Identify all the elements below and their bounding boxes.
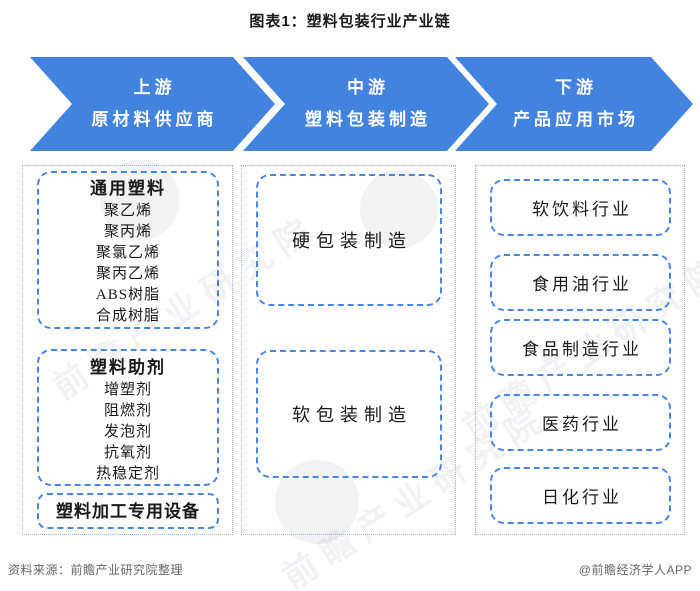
list-item: 抗氧剂 (103, 445, 152, 461)
daily-chemical-industry-box: 日化行业 (490, 467, 671, 524)
list-item: 聚丙乙烯 (95, 266, 160, 282)
soft-drink-industry-box: 软饮料行业 (490, 179, 671, 236)
list-item: 热稳定剂 (95, 466, 160, 482)
processing-equipment-header: 塑料加工专用设备 (56, 501, 200, 521)
pharmaceutical-industry-box: 医药行业 (490, 394, 671, 451)
upstream-column: 通用塑料 聚乙烯 聚丙烯 聚氯乙烯 聚丙乙烯 ABS树脂 合成树脂 塑料助剂 增… (22, 165, 233, 535)
list-item: ABS树脂 (95, 287, 161, 303)
list-item: 聚丙烯 (103, 224, 152, 240)
source-note: 资料来源：前瞻产业研究院整理 (8, 563, 184, 577)
list-item: 聚乙烯 (103, 203, 152, 219)
hard-packaging-box: 硬包装制造 (256, 174, 442, 306)
downstream-column: 软饮料行业 食用油行业 食品制造行业 医药行业 日化行业 (475, 165, 685, 535)
processing-equipment-box: 塑料加工专用设备 (37, 493, 219, 529)
list-item: 阻燃剂 (103, 403, 152, 419)
plastic-additives-box: 塑料助剂 增塑剂 阻燃剂 发泡剂 抗氧剂 热稳定剂 (37, 349, 219, 486)
arrow-upstream-label: 原材料供应商 (91, 110, 218, 129)
arrow-downstream-stage: 下游 (555, 78, 597, 97)
chart-title: 图表1：塑料包装行业产业链 (249, 13, 451, 30)
credit-note: @前瞻经济学人APP (578, 563, 692, 577)
food-manufacturing-industry-box: 食品制造行业 (490, 319, 671, 376)
arrow-downstream: 下游 产品应用市场 (455, 57, 693, 151)
arrow-upstream-stage: 上游 (133, 78, 176, 97)
soft-packaging-box: 软包装制造 (256, 350, 442, 478)
edible-oil-industry-box: 食用油行业 (490, 254, 671, 311)
arrow-midstream: 中游 塑料包装制造 (243, 57, 489, 151)
plastic-additives-header: 塑料助剂 (90, 358, 166, 377)
general-plastics-box: 通用塑料 聚乙烯 聚丙烯 聚氯乙烯 聚丙乙烯 ABS树脂 合成树脂 (37, 171, 219, 329)
list-item: 合成树脂 (95, 308, 160, 324)
general-plastics-header: 通用塑料 (90, 179, 166, 198)
midstream-column: 硬包装制造 软包装制造 (241, 165, 456, 535)
arrow-downstream-label: 产品应用市场 (513, 110, 639, 129)
list-item: 增塑剂 (103, 382, 152, 398)
arrow-midstream-label: 塑料包装制造 (305, 110, 431, 129)
arrow-midstream-stage: 中游 (347, 78, 389, 97)
list-item: 发泡剂 (103, 424, 152, 440)
list-item: 聚氯乙烯 (95, 245, 160, 261)
arrow-upstream: 上游 原材料供应商 (30, 57, 275, 151)
